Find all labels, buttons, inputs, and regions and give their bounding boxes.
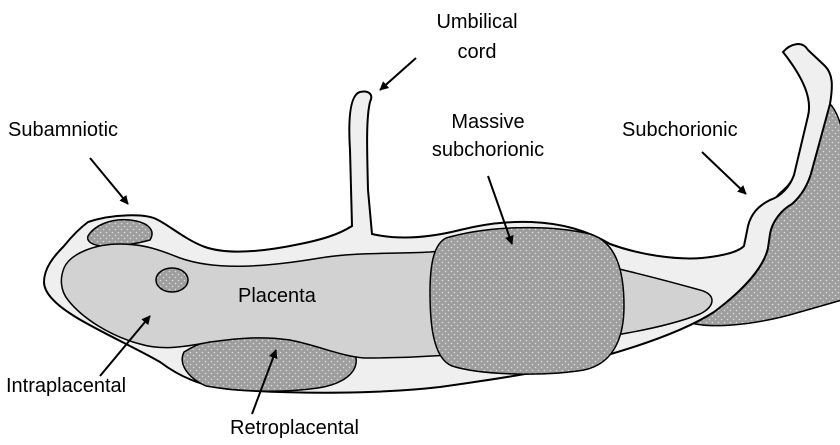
intraplacental-label: Intraplacental	[6, 374, 126, 398]
umbilical-cord-arrow	[380, 58, 416, 90]
massive-subchorionic-label-line2: subchorionic	[418, 138, 558, 162]
intraplacental-hematoma	[156, 268, 188, 292]
umbilical-cord-label: Umbilical cord	[422, 10, 532, 64]
subchorionic-label: Subchorionic	[622, 118, 738, 142]
subamniotic-label: Subamniotic	[8, 118, 118, 142]
subchorionic-arrow	[702, 152, 746, 194]
massive-subchorionic-label-line1: Massive	[418, 110, 558, 134]
massive-subchorionic-label: Massive subchorionic	[418, 110, 558, 162]
retroplacental-label: Retroplacental	[230, 416, 359, 440]
massive-subchorionic-hematoma	[430, 228, 624, 374]
subamniotic-arrow	[90, 158, 128, 204]
placenta-label: Placenta	[238, 284, 316, 308]
umbilical-cord-label-line2: cord	[422, 40, 532, 64]
umbilical-cord-label-line1: Umbilical	[422, 10, 532, 34]
